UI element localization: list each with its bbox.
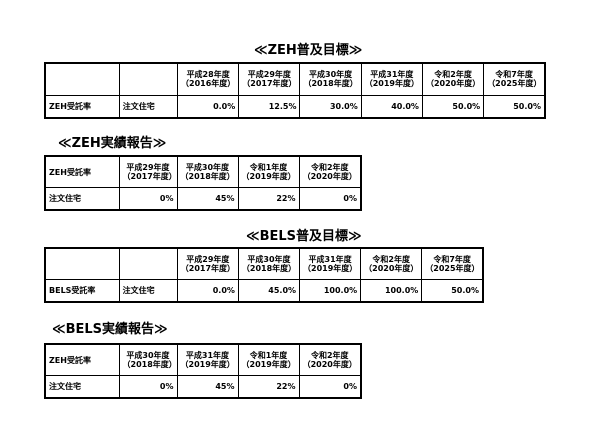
corner-cell	[44, 247, 120, 280]
bels-target-title: ≪BELS普及目標≫	[246, 229, 362, 244]
year-header: 平成29年度（2017年度）	[238, 62, 301, 96]
value-cell: 50.0%	[421, 279, 484, 303]
row-sub-label: 注文住宅	[118, 94, 179, 118]
row-label: ZEH受託率	[44, 94, 120, 118]
value-cell: 40.0%	[360, 94, 423, 118]
row-label: BELS受託率	[44, 279, 120, 303]
value-cell: 100.0%	[360, 279, 423, 303]
year-header: 令和2年度（2020年度）	[360, 247, 423, 280]
value-cell: 0%	[118, 375, 178, 399]
year-header: 平成29年度（2017年度）	[118, 155, 178, 188]
corner-cell	[118, 247, 178, 280]
year-header: 令和1年度（2019年度）	[237, 155, 300, 188]
header-row: 平成29年度（2017年度） 平成30年度（2018年度） 平成31年度（201…	[44, 247, 484, 280]
value-cell: 12.5%	[238, 94, 301, 118]
bels-report-title: ≪BELS実績報告≫	[52, 322, 168, 337]
corner-label: ZEH受託率	[44, 343, 120, 376]
year-header: 平成31年度（2019年度）	[360, 62, 423, 96]
value-cell: 50.0%	[421, 94, 485, 118]
corner-cell	[118, 62, 179, 96]
year-header: 平成28年度（2016年度）	[177, 62, 240, 96]
value-cell: 0%	[298, 187, 362, 211]
year-header: 平成30年度（2018年度）	[237, 247, 301, 280]
value-cell: 45%	[176, 375, 239, 399]
value-cell: 100.0%	[299, 279, 362, 303]
row-sub-label: 注文住宅	[118, 279, 178, 303]
year-header: 令和2年度（2020年度）	[421, 62, 485, 96]
bels-report-table: ZEH受託率 平成30年度（2018年度） 平成31年度（2019年度） 令和1…	[44, 343, 362, 399]
bels-target-table: 平成29年度（2017年度） 平成30年度（2018年度） 平成31年度（201…	[44, 247, 484, 303]
zeh-report-table: ZEH受託率 平成29年度（2017年度） 平成30年度（2018年度） 令和1…	[44, 155, 362, 211]
year-header: 平成31年度（2019年度）	[299, 247, 362, 280]
year-header: 令和2年度（2020年度）	[298, 343, 362, 376]
table-row: 注文住宅 0% 45% 22% 0%	[44, 187, 362, 211]
value-cell: 0.0%	[177, 94, 240, 118]
value-cell: 0%	[298, 375, 362, 399]
corner-cell	[44, 62, 120, 96]
year-header: 平成30年度（2018年度）	[118, 343, 178, 376]
header-row: 平成28年度（2016年度） 平成29年度（2017年度） 平成30年度（201…	[44, 62, 546, 96]
value-cell: 50.0%	[483, 94, 546, 118]
zeh-report-title: ≪ZEH実績報告≫	[58, 136, 167, 151]
value-cell: 0.0%	[176, 279, 239, 303]
year-header: 令和1年度（2019年度）	[237, 343, 300, 376]
value-cell: 45%	[176, 187, 239, 211]
value-cell: 45.0%	[237, 279, 301, 303]
year-header: 令和7年度（2025年度）	[421, 247, 484, 280]
table-row: BELS受託率 注文住宅 0.0% 45.0% 100.0% 100.0% 50…	[44, 279, 484, 303]
zeh-target-title: ≪ZEH普及目標≫	[254, 43, 363, 58]
value-cell: 30.0%	[299, 94, 362, 118]
table-row: ZEH受託率 注文住宅 0.0% 12.5% 30.0% 40.0% 50.0%…	[44, 94, 546, 118]
year-header: 平成30年度（2018年度）	[299, 62, 362, 96]
row-label: 注文住宅	[44, 187, 120, 211]
value-cell: 0%	[118, 187, 178, 211]
header-row: ZEH受託率 平成29年度（2017年度） 平成30年度（2018年度） 令和1…	[44, 155, 362, 188]
year-header: 令和2年度（2020年度）	[298, 155, 362, 188]
year-header: 平成29年度（2017年度）	[176, 247, 239, 280]
corner-label: ZEH受託率	[44, 155, 120, 188]
table-row: 注文住宅 0% 45% 22% 0%	[44, 375, 362, 399]
year-header: 令和7年度（2025年度）	[483, 62, 546, 96]
value-cell: 22%	[237, 187, 300, 211]
zeh-target-table: 平成28年度（2016年度） 平成29年度（2017年度） 平成30年度（201…	[44, 62, 546, 119]
value-cell: 22%	[237, 375, 300, 399]
year-header: 平成31年度（2019年度）	[176, 343, 239, 376]
row-label: 注文住宅	[44, 375, 120, 399]
year-header: 平成30年度（2018年度）	[176, 155, 239, 188]
header-row: ZEH受託率 平成30年度（2018年度） 平成31年度（2019年度） 令和1…	[44, 343, 362, 376]
